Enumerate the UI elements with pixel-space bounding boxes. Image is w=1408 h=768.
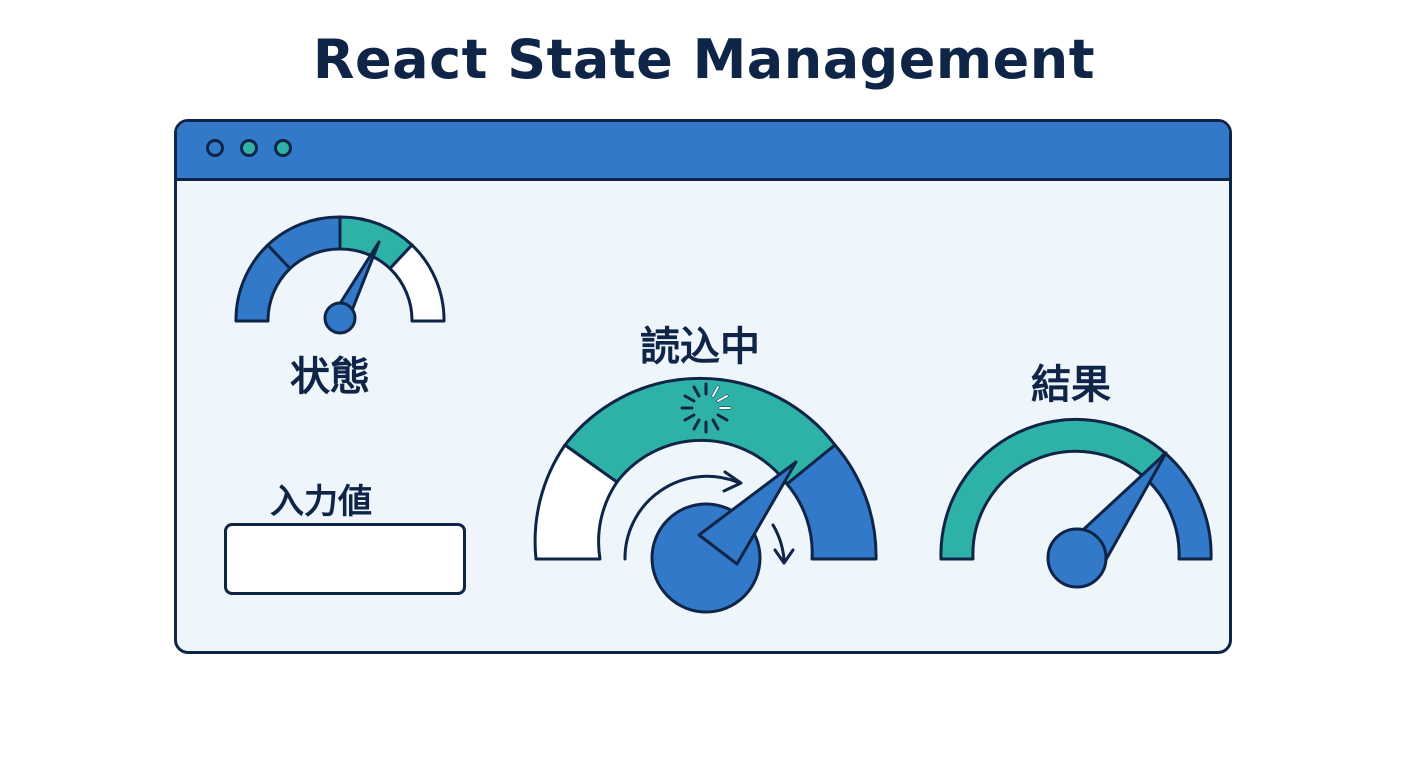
window-dot-2[interactable] bbox=[240, 139, 258, 157]
window-dot-1[interactable] bbox=[206, 139, 224, 157]
input-field-label: 入力値 bbox=[270, 482, 372, 522]
gauges-canvas bbox=[234, 215, 1213, 614]
loading-gauge bbox=[533, 376, 878, 614]
state-gauge-label: 状態 bbox=[290, 354, 370, 400]
result-gauge-label: 結果 bbox=[1031, 362, 1111, 408]
loading-gauge-label: 読込中 bbox=[640, 324, 760, 370]
result-gauge bbox=[939, 417, 1213, 589]
state-gauge bbox=[234, 215, 446, 335]
page-title: React State Management bbox=[312, 28, 1096, 91]
window-titlebar bbox=[177, 122, 1229, 181]
app-window: 状態 読込中 結果 入力値 bbox=[174, 119, 1232, 654]
spinner-highlight bbox=[712, 386, 731, 409]
window-dot-3[interactable] bbox=[274, 139, 292, 157]
input-value-field[interactable] bbox=[224, 523, 466, 595]
